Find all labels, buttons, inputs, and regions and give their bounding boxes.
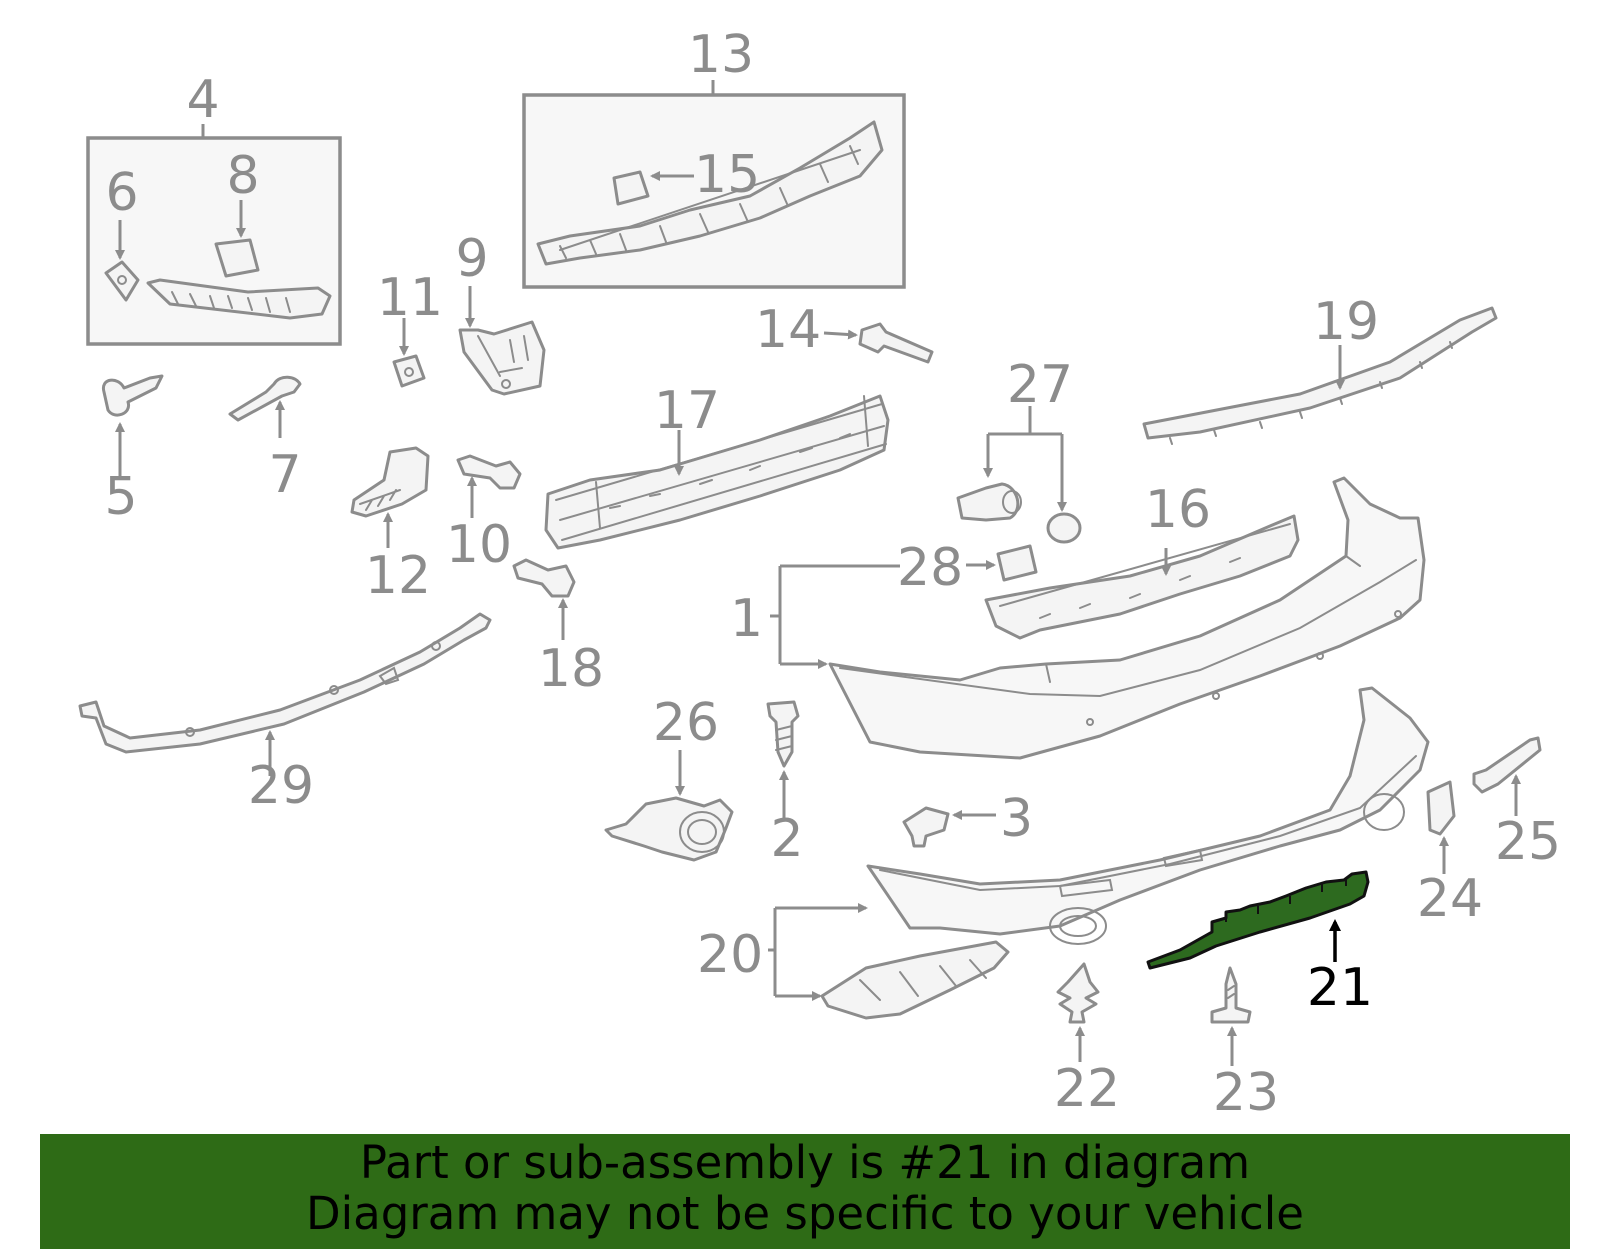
part-8-pad[interactable] bbox=[214, 238, 260, 278]
part-24-pad[interactable]: 24 bbox=[1417, 780, 1483, 929]
callout-19[interactable]: 19 bbox=[1313, 292, 1379, 352]
callout-7[interactable]: 7 bbox=[268, 445, 301, 505]
callout-21[interactable]: 21 bbox=[1307, 958, 1373, 1018]
part-6-clip[interactable] bbox=[104, 260, 140, 302]
callout-16[interactable]: 16 bbox=[1145, 480, 1211, 540]
callout-11[interactable]: 11 bbox=[377, 268, 443, 328]
callout-26[interactable]: 26 bbox=[653, 693, 719, 753]
part-12-bracket[interactable]: 12 bbox=[350, 446, 431, 606]
callout-10[interactable]: 10 bbox=[446, 515, 512, 575]
part-17-impact-bar[interactable]: 17 bbox=[544, 381, 890, 550]
part-19-retainer-strip[interactable]: 19 bbox=[1142, 292, 1498, 445]
callout-22[interactable]: 22 bbox=[1054, 1059, 1120, 1119]
part-14-clip[interactable]: 14 bbox=[755, 300, 934, 364]
callout-29[interactable]: 29 bbox=[248, 756, 314, 816]
part-29-wire-harness[interactable]: 29 bbox=[78, 612, 492, 816]
part-21-lower-molding-highlighted[interactable]: 21 bbox=[1146, 870, 1373, 1018]
callout-28[interactable]: 28 bbox=[897, 538, 963, 598]
assembly-box-4: 4 6 8 bbox=[86, 70, 342, 346]
part-18-bolt[interactable]: 18 bbox=[512, 558, 604, 699]
part-26-bracket[interactable]: 26 bbox=[604, 693, 734, 862]
bumper-bracket[interactable] bbox=[146, 278, 332, 320]
callout-27[interactable]: 27 bbox=[1007, 355, 1073, 415]
part-20-lower-cover[interactable]: 20 bbox=[697, 686, 1430, 1020]
part-23-screw[interactable]: 23 bbox=[1210, 966, 1279, 1123]
callout-18[interactable]: 18 bbox=[538, 639, 604, 699]
part-9-bracket[interactable]: 9 bbox=[455, 229, 546, 396]
callout-1[interactable]: 1 bbox=[730, 589, 763, 649]
part-1-bumper-cover[interactable]: 1 bbox=[730, 476, 1426, 760]
callout-23[interactable]: 23 bbox=[1213, 1063, 1279, 1123]
part-5-screw[interactable]: 5 bbox=[101, 374, 164, 527]
callout-2[interactable]: 2 bbox=[770, 809, 803, 869]
callout-12[interactable]: 12 bbox=[365, 546, 431, 606]
callout-4[interactable]: 4 bbox=[186, 70, 219, 130]
banner-line-1: Part or sub-assembly is #21 in diagram bbox=[359, 1136, 1251, 1189]
callout-24[interactable]: 24 bbox=[1417, 869, 1483, 929]
callout-9[interactable]: 9 bbox=[455, 229, 488, 289]
callout-6[interactable]: 6 bbox=[105, 163, 138, 223]
callout-3[interactable]: 3 bbox=[1000, 789, 1033, 849]
assembly-box-13: 13 15 bbox=[522, 25, 906, 289]
part-25-trim[interactable]: 25 bbox=[1472, 736, 1561, 872]
callout-20[interactable]: 20 bbox=[697, 925, 763, 985]
part-28-pad[interactable]: 28 bbox=[897, 538, 1038, 598]
part-27-sensors[interactable]: 27 bbox=[956, 355, 1082, 544]
callout-17[interactable]: 17 bbox=[654, 381, 720, 441]
part-22-push-pin[interactable]: 22 bbox=[1054, 962, 1120, 1119]
part-15-pad[interactable] bbox=[612, 170, 650, 206]
part-2-bolt[interactable]: 2 bbox=[766, 700, 804, 869]
callout-13[interactable]: 13 bbox=[688, 25, 754, 85]
part-7-push-pin[interactable]: 7 bbox=[228, 375, 302, 505]
info-banner: Part or sub-assembly is #21 in diagram D… bbox=[40, 1134, 1570, 1249]
callout-8[interactable]: 8 bbox=[226, 146, 259, 206]
part-11-nut[interactable]: 11 bbox=[377, 268, 443, 388]
callout-5[interactable]: 5 bbox=[104, 467, 137, 527]
part-16-bracket[interactable]: 16 bbox=[984, 480, 1300, 640]
banner-line-2: Diagram may not be specific to your vehi… bbox=[306, 1187, 1304, 1240]
part-10-bolt[interactable]: 10 bbox=[446, 454, 522, 575]
callout-25[interactable]: 25 bbox=[1495, 812, 1561, 872]
callout-14[interactable]: 14 bbox=[755, 300, 821, 360]
part-3-clip[interactable]: 3 bbox=[902, 789, 1033, 849]
